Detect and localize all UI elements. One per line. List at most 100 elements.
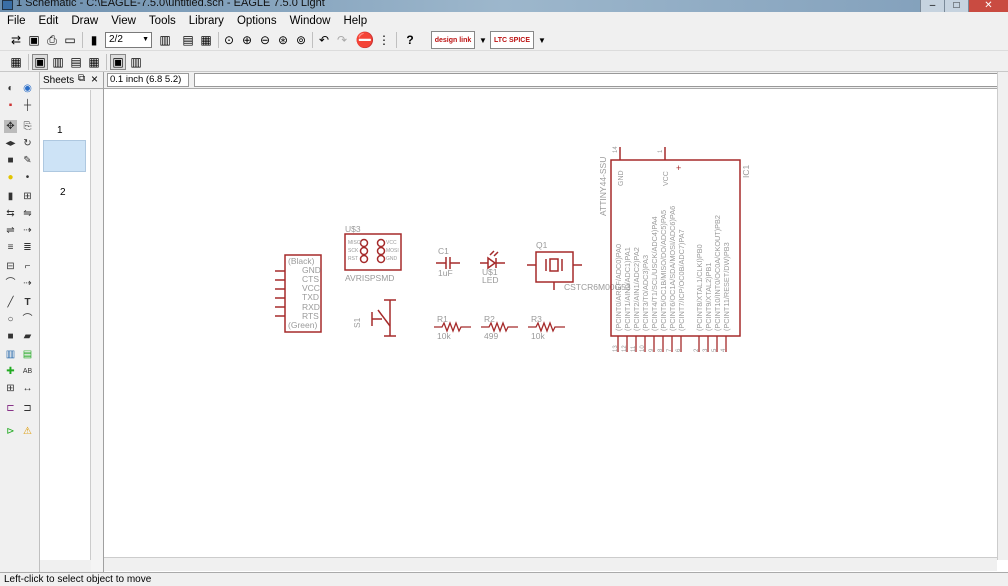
schematic-canvas[interactable]: (Black) GND CTS VCC TXD RXD RTS (Green) … <box>104 89 997 557</box>
resonator-q1[interactable] <box>527 251 582 290</box>
stop-icon[interactable]: ⛔ <box>355 32 375 49</box>
menu-help[interactable]: Help <box>343 14 368 27</box>
mirror-icon[interactable]: ◂▸ <box>5 138 16 149</box>
help-icon[interactable]: ? <box>406 33 414 47</box>
display-icon[interactable]: ▪ <box>8 100 13 111</box>
replace-icon[interactable]: ⇌ <box>6 225 15 236</box>
redraw-icon[interactable]: ⊛ <box>277 33 289 47</box>
label-icon[interactable]: AB <box>22 368 33 375</box>
pinswap-icon[interactable]: ⇆ <box>6 208 15 219</box>
split-icon[interactable]: ⌒ <box>5 278 16 289</box>
close-button[interactable]: ✕ <box>968 0 1008 12</box>
open-icon[interactable]: ⇄ <box>10 33 22 47</box>
attiny44-ic1[interactable] <box>610 147 741 337</box>
switch-s1[interactable] <box>371 299 396 337</box>
optimize-icon[interactable]: ⇢ <box>23 278 32 289</box>
led-u1[interactable] <box>480 250 505 270</box>
layout-cascade-icon[interactable]: ▦ <box>88 55 100 69</box>
zoom-select-icon[interactable]: ⊚ <box>295 33 307 47</box>
layout-tile-icon[interactable]: ▤ <box>70 55 82 69</box>
group-icon[interactable]: ■ <box>7 155 14 166</box>
design-link-button[interactable]: design link <box>431 31 475 49</box>
panel-left-icon[interactable]: ▣ <box>110 54 126 70</box>
menu-edit[interactable]: Edit <box>38 14 59 27</box>
ltspice-dropdown-icon[interactable]: ▼ <box>538 35 546 45</box>
copy-icon[interactable]: ⎘ <box>23 121 32 132</box>
text-icon[interactable]: T <box>24 297 31 308</box>
ftdi-header[interactable] <box>275 254 322 333</box>
invoke-icon[interactable]: ⇢ <box>23 225 32 236</box>
change-icon[interactable]: ✎ <box>23 155 32 166</box>
menu-file[interactable]: File <box>7 14 26 27</box>
horizontal-scrollbar[interactable] <box>104 557 997 571</box>
sheet-item-1[interactable]: 1 <box>57 125 63 136</box>
circle-icon[interactable]: ○ <box>7 314 14 325</box>
paste-icon[interactable]: ● <box>7 172 14 183</box>
info-icon[interactable]: ◐ <box>7 83 14 94</box>
attribute-icon[interactable]: ⊞ <box>6 383 15 394</box>
menu-view[interactable]: View <box>111 14 136 27</box>
resistor-r1[interactable] <box>434 321 471 333</box>
zoom-out-icon[interactable]: ⊖ <box>259 33 271 47</box>
save-icon[interactable]: ▣ <box>28 33 40 47</box>
panel-right-icon[interactable]: ▥ <box>130 55 142 69</box>
dimension-icon[interactable]: ↔ <box>22 383 33 394</box>
sheet-thumbnail-2[interactable] <box>43 140 86 172</box>
value-icon[interactable]: ≣ <box>23 242 32 253</box>
menu-tools[interactable]: Tools <box>148 14 176 27</box>
design-link-dropdown-icon[interactable]: ▼ <box>479 35 487 45</box>
smash-icon[interactable]: ⊟ <box>6 261 15 272</box>
delete-icon[interactable]: ▮ <box>7 191 14 202</box>
menu-options[interactable]: Options <box>236 14 277 27</box>
minimize-button[interactable]: – <box>920 0 944 12</box>
zoom-fit-icon[interactable]: ⊙ <box>223 33 235 47</box>
cam-icon[interactable]: ▭ <box>64 33 76 47</box>
sheets-scrollbar[interactable] <box>91 90 103 572</box>
run-icon[interactable]: ⊳ <box>6 426 15 437</box>
undo-icon[interactable]: ↶ <box>318 33 330 47</box>
rect-icon[interactable]: ■ <box>7 331 14 342</box>
warning-icon[interactable]: ⚠ <box>23 426 32 437</box>
menu-window[interactable]: Window <box>289 14 331 27</box>
maximize-button[interactable]: □ <box>944 0 968 12</box>
erc-icon[interactable]: ⊏ <box>6 403 15 414</box>
arc-icon[interactable]: ⌒ <box>22 314 33 325</box>
go-icon[interactable]: ⋮ <box>378 33 390 47</box>
board-icon[interactable]: ▤ <box>182 33 194 47</box>
capacitor-c1[interactable] <box>436 257 460 269</box>
command-line-input[interactable] <box>194 73 1008 87</box>
gateswap-icon[interactable]: ⇋ <box>23 208 32 219</box>
menu-draw[interactable]: Draw <box>71 14 99 27</box>
ltspice-button[interactable]: LTC SPICE <box>490 31 534 49</box>
menu-library[interactable]: Library <box>188 14 224 27</box>
library-icon[interactable]: ▦ <box>200 33 212 47</box>
errors-icon[interactable]: ⊐ <box>23 403 32 414</box>
mark-icon[interactable]: ┼ <box>23 100 32 111</box>
isp-header[interactable] <box>344 233 402 271</box>
miter-icon[interactable]: ⌐ <box>24 261 31 272</box>
show-icon[interactable]: ◉ <box>23 83 32 94</box>
dot-icon[interactable]: • <box>25 172 30 183</box>
sheet-item-2[interactable]: 2 <box>60 187 66 198</box>
junction-icon[interactable]: ✚ <box>6 366 15 377</box>
net-icon[interactable]: ▤ <box>22 349 33 360</box>
resistor-r3[interactable] <box>528 321 565 333</box>
sheet-select[interactable]: 2/2▼ <box>105 32 152 48</box>
polygon-icon[interactable]: ▰ <box>23 331 32 342</box>
name-icon[interactable]: ≡ <box>7 242 14 253</box>
sheet-icon[interactable]: ▮ <box>90 33 98 47</box>
rotate-icon[interactable]: ↻ <box>23 138 32 149</box>
move-icon[interactable]: ✥ <box>4 120 17 133</box>
undock-icon[interactable]: ⧉ <box>78 73 86 84</box>
use-icon[interactable]: ▥ <box>159 33 171 47</box>
bus-icon[interactable]: ▥ <box>5 349 16 360</box>
add-icon[interactable]: ⊞ <box>23 191 32 202</box>
layout-split-icon[interactable]: ▥ <box>52 55 64 69</box>
layout-full-icon[interactable]: ▣ <box>32 54 48 70</box>
vertical-scrollbar[interactable] <box>997 72 1008 560</box>
redo-icon[interactable]: ↷ <box>336 33 348 47</box>
close-icon[interactable]: × <box>91 72 99 86</box>
resistor-r2[interactable] <box>481 321 518 333</box>
print-icon[interactable]: ⎙ <box>47 32 57 47</box>
grid-icon[interactable]: ▦ <box>10 55 22 69</box>
